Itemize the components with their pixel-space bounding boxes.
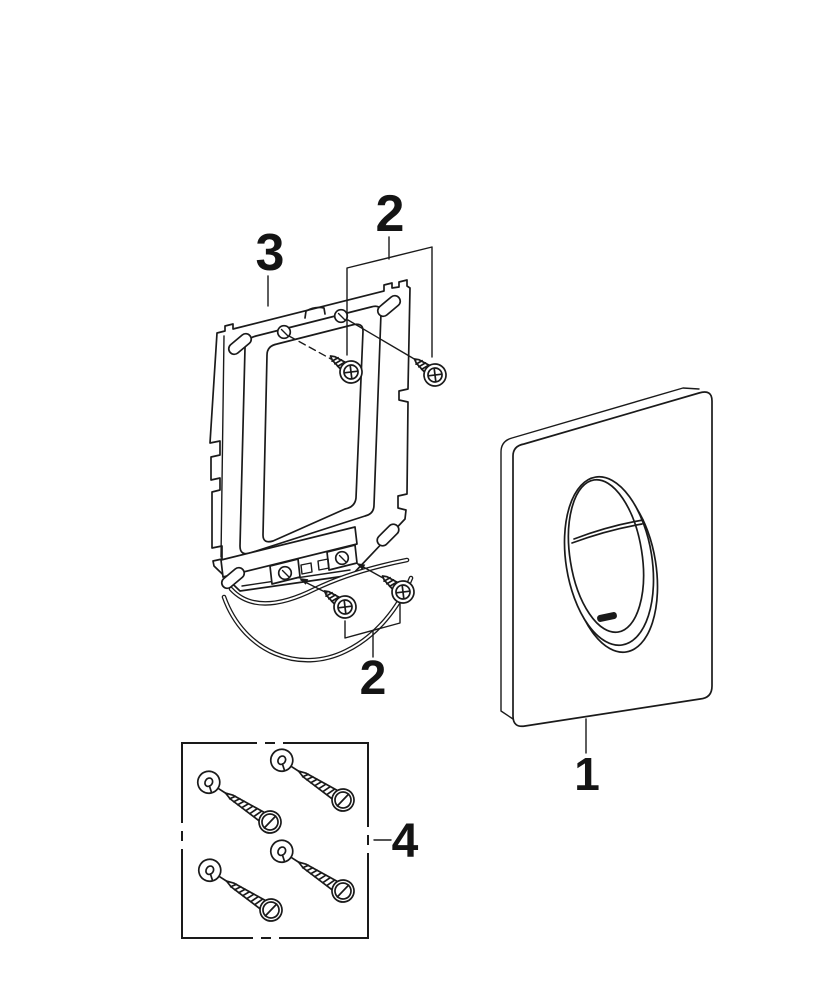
fixing-screw-bottom-right: [374, 566, 420, 609]
fixing-screw-bottom-left: [316, 581, 362, 624]
frame-corner-slot-top-right: [376, 294, 402, 318]
frame-screw-hole-top-right: [333, 308, 349, 324]
plate-back-edge: [500, 387, 700, 720]
leader-line-top-left-screw: [288, 335, 332, 360]
part-number-3: 3: [256, 224, 285, 282]
part-number-2-top: 2: [376, 185, 405, 243]
part-number-1: 1: [574, 748, 600, 800]
frame-screw-hole-bottom-left: [277, 565, 293, 581]
dual-flush-button: [567, 478, 645, 634]
callout-2-bottom: 2: [344, 603, 401, 705]
part-number-4: 4: [392, 815, 419, 868]
callout-4: 4: [373, 815, 419, 868]
kit-screw-1: [192, 766, 287, 839]
callout-1: 1: [574, 718, 600, 800]
frame-corner-slot-bottom-left: [220, 566, 246, 590]
frame-screw-hole-top-left: [276, 324, 292, 340]
callout-2-bottom-bracket: [344, 603, 401, 658]
arrowhead-bottom-right: [356, 563, 366, 570]
frame-top-notch: [304, 306, 326, 319]
leader-line-top-right-screw: [347, 319, 417, 361]
grohe-logo-mark: [597, 612, 617, 622]
kit-screw-3: [265, 835, 360, 908]
frame-clip-detail: [300, 558, 330, 575]
button-split-line: [571, 519, 644, 544]
kit-dashed-border: [181, 742, 369, 939]
fixing-screw-top-right: [406, 349, 452, 392]
frame-screw-hole-bottom-right: [334, 550, 350, 566]
frame-spring-wires: [221, 557, 414, 663]
callout-2-top: 2: [346, 185, 433, 358]
screw-kit-box: [181, 742, 369, 939]
callout-3: 3: [256, 224, 285, 307]
flush-plate-drawing: [500, 387, 713, 728]
fixing-screws-drawing: [288, 319, 452, 624]
callout-2-top-bracket: [346, 236, 433, 358]
frame-corner-slot-top-left: [227, 332, 253, 356]
frame-bottom-rail: [220, 526, 358, 578]
arrowhead-bottom-left: [299, 578, 309, 585]
kit-screw-4: [193, 854, 288, 927]
kit-screw-2: [265, 744, 360, 817]
frame-corner-slot-bottom-right: [376, 523, 400, 547]
mounting-frame-drawing: [209, 279, 414, 663]
part-number-2-bottom: 2: [360, 652, 387, 705]
